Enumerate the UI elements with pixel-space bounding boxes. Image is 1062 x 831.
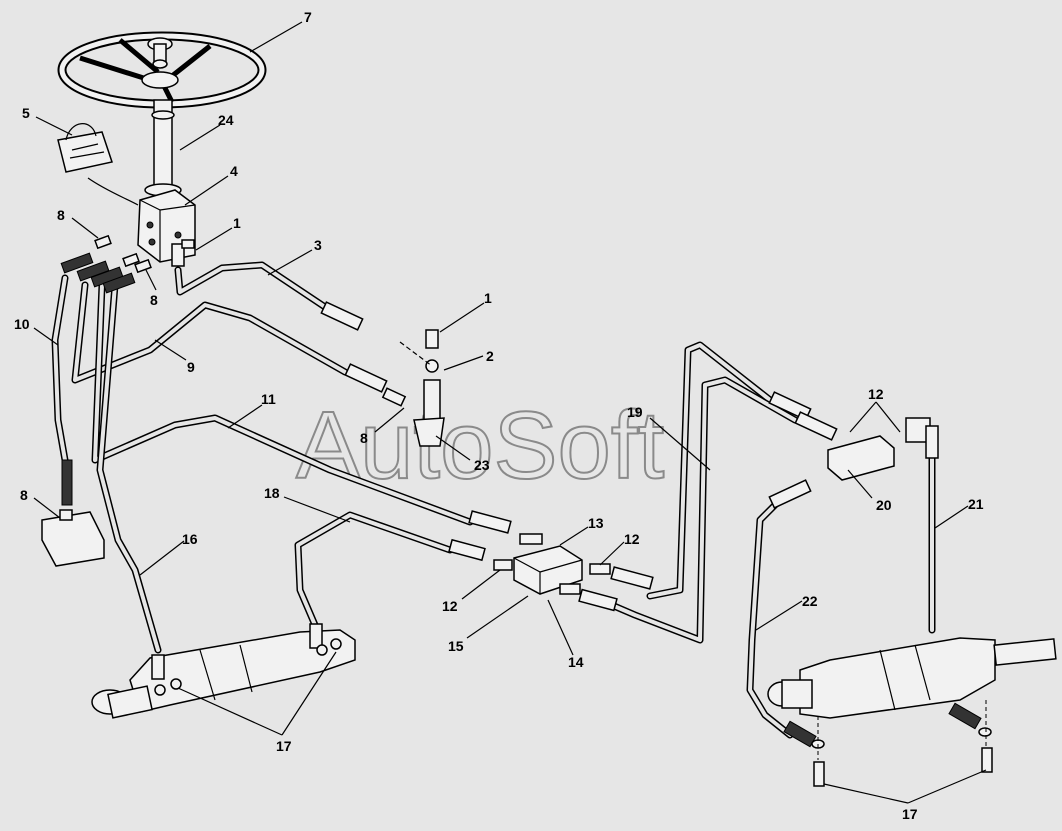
callout-18: 18 [264, 485, 280, 501]
callout-3: 3 [314, 237, 322, 253]
steering-wheel [57, 31, 267, 109]
callout-16: 16 [182, 531, 198, 547]
callout-13: 13 [588, 515, 604, 531]
callout-12: 12 [442, 598, 458, 614]
callout-7: 7 [304, 9, 312, 25]
hose-lines [51, 261, 936, 739]
callout-2: 2 [486, 348, 494, 364]
callout-4: 4 [230, 163, 238, 179]
callout-9: 9 [187, 359, 195, 375]
hose-fittings-top [60, 234, 152, 294]
callout-19: 19 [627, 404, 643, 420]
hose-3 [174, 261, 349, 324]
parts-bag [57, 123, 139, 206]
callout-8: 8 [57, 207, 65, 223]
left-valve-block [41, 459, 105, 567]
leader-lines [33, 21, 987, 804]
callout-20: 20 [876, 497, 892, 513]
right-steering-cylinder [767, 637, 1057, 787]
callout-11: 11 [261, 391, 276, 407]
hose-3-end [320, 301, 364, 331]
callout-24: 24 [218, 112, 234, 128]
callout-17: 17 [276, 738, 292, 754]
callout-12: 12 [868, 386, 884, 402]
callout-15: 15 [448, 638, 464, 654]
steering-column [144, 99, 182, 197]
tee-fitting [399, 329, 445, 447]
callout-1: 1 [233, 215, 241, 231]
center-valve-block [448, 510, 654, 612]
left-steering-cylinder [91, 623, 356, 719]
callout-22: 22 [802, 593, 818, 609]
callout-8: 8 [360, 430, 368, 446]
callout-labels: 7 24 5 4 8 1 3 8 10 9 1 2 11 8 23 19 12 … [14, 9, 984, 822]
callout-12: 12 [624, 531, 640, 547]
callout-23: 23 [474, 457, 490, 473]
callout-14: 14 [568, 654, 584, 670]
watermark: AutoSoft [296, 392, 664, 499]
hose-9-end [344, 363, 388, 393]
callout-8: 8 [150, 292, 158, 308]
callout-5: 5 [22, 105, 30, 121]
callout-21: 21 [968, 496, 984, 512]
steering-unit [137, 189, 196, 267]
callout-8: 8 [20, 487, 28, 503]
distributor-block [768, 391, 939, 509]
callout-1: 1 [484, 290, 492, 306]
callout-17: 17 [902, 806, 918, 822]
callout-10: 10 [14, 316, 30, 332]
